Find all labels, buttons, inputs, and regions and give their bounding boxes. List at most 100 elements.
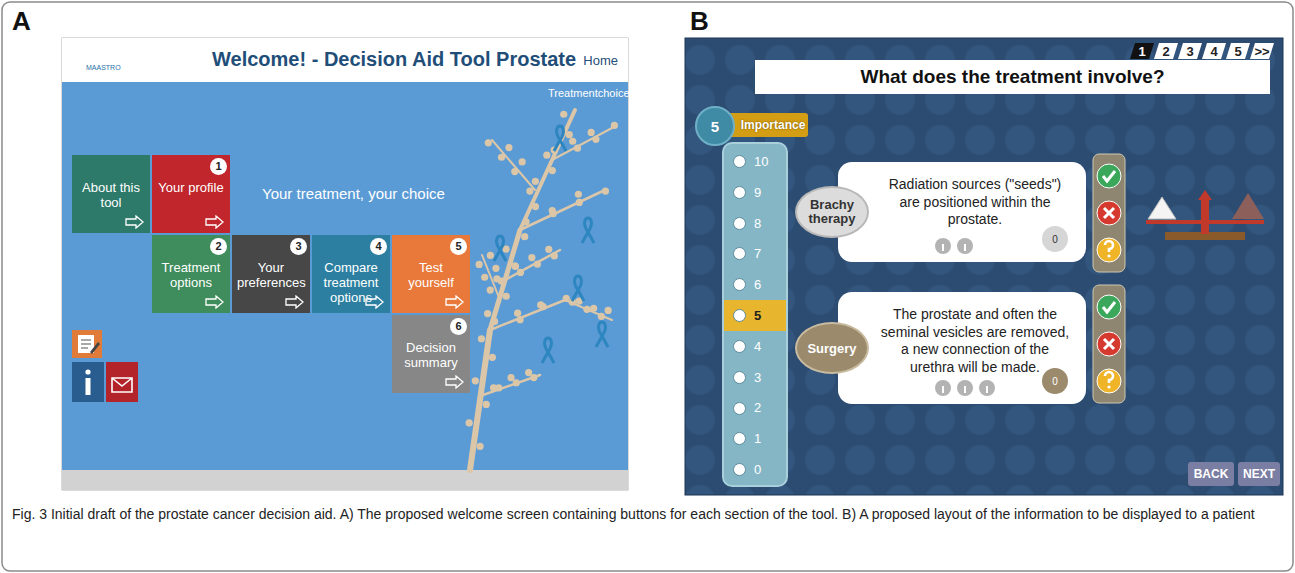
answer-buttons (1093, 154, 1125, 403)
node-text: The prostate and often the seminal vesic… (878, 306, 1072, 376)
tree-illustration (483, 375, 540, 395)
media-icons (934, 378, 1004, 398)
tree-illustration (521, 233, 528, 240)
notes-icon (90, 342, 100, 354)
tile-arrow (205, 295, 225, 309)
tree-illustration (575, 191, 582, 198)
tree-illustration (572, 276, 584, 301)
breadcrumb: Treatmentchoice (548, 87, 630, 99)
answer-icons (1097, 201, 1121, 225)
answer-icons (1104, 339, 1114, 349)
menu-tile: Test yourself5 (392, 235, 470, 313)
tree-illustration (530, 374, 537, 381)
step-number: 6 (450, 318, 467, 335)
scale-value: 10 (724, 146, 786, 177)
notes-icon (72, 330, 102, 358)
answer-icons (1097, 295, 1121, 319)
answer-icons (1107, 385, 1110, 388)
tree-illustration (505, 144, 512, 151)
tree-illustration (560, 111, 567, 118)
tree-illustration (563, 295, 570, 302)
nav-button: NEXT (1238, 462, 1280, 486)
node-text: Treatment options (157, 261, 225, 291)
tree-illustration (525, 369, 532, 376)
page-tabs (1202, 43, 1226, 59)
tree-illustration (487, 286, 494, 293)
tree-illustration (484, 310, 491, 317)
panel-letter: B (690, 6, 709, 37)
tree-illustration (470, 330, 490, 470)
tree-illustration (503, 293, 510, 300)
answer-icons (1097, 164, 1121, 262)
tree-illustration (574, 145, 581, 152)
answer-icons (1105, 372, 1113, 383)
logo-text: MAASTRO (86, 64, 121, 71)
node-text: 5 (711, 118, 719, 135)
page-tab: >> (1250, 44, 1274, 59)
screen-a (62, 470, 628, 490)
tree-illustration (482, 255, 500, 300)
screen-b (685, 38, 1283, 495)
balance-icon (1198, 190, 1212, 200)
tree-illustration (472, 377, 479, 384)
node-text: 0 (1052, 376, 1058, 387)
step-number: 5 (450, 238, 467, 255)
app-header: Welcome! - Decision Aid Tool ProstateHom… (62, 38, 628, 82)
scale-value: 2 (724, 393, 786, 424)
answer-icons (1103, 171, 1115, 181)
option-label: Surgery (795, 322, 869, 374)
scale-value: 8 (724, 208, 786, 239)
tree-illustration (507, 374, 514, 381)
info-icon (72, 362, 104, 402)
page-tab: 1 (1130, 44, 1154, 59)
option-label: Brachy therapy (795, 186, 869, 238)
tree-illustration (551, 252, 558, 259)
node-text: About this tool (77, 181, 145, 211)
node-text: Importance (729, 118, 806, 132)
tree-illustration (466, 419, 473, 426)
page-tab: 5 (1226, 44, 1250, 59)
tree-illustration (528, 254, 535, 261)
figure-caption: Fig. 3 Initial draft of the prostate can… (12, 505, 1280, 524)
info-card: Radiation sources ("seeds") are position… (838, 162, 1086, 262)
notes-icon (81, 340, 91, 348)
tree-illustration (554, 126, 566, 151)
answer-buttons (1093, 285, 1125, 403)
menu-tile: Your profile1 (152, 155, 230, 233)
tree-illustration (537, 301, 544, 308)
importance-value: 5 (695, 106, 735, 146)
tree-illustration (478, 335, 485, 342)
tree-illustration (576, 199, 583, 206)
scale-value: 1 (724, 423, 786, 454)
answer-icons (1105, 241, 1113, 252)
step-number: 1 (210, 158, 227, 175)
tile-arrow (445, 295, 465, 309)
tree-illustration (498, 154, 505, 161)
importance-tag: Importance (726, 113, 808, 137)
panel-letter: A (12, 6, 31, 37)
tree-illustration (545, 246, 552, 253)
tree-illustration (519, 158, 526, 165)
score-circle: 0 (1042, 368, 1068, 394)
tile-arrow (125, 215, 145, 229)
tree-illustration (483, 401, 490, 408)
screen-a (62, 82, 628, 470)
notes-icon (72, 330, 102, 358)
tree-illustration (485, 139, 492, 146)
tile-arrow (285, 295, 305, 309)
tree-illustration (596, 322, 608, 347)
answer-icons (1097, 332, 1121, 356)
balance-icon (1232, 193, 1264, 219)
tree-illustration (490, 384, 497, 391)
tree-illustration (583, 306, 590, 313)
page-tabs (1250, 43, 1274, 59)
node-text: 0 (1052, 234, 1058, 245)
node-text: What does the treatment involve? (860, 66, 1164, 88)
mail-icon (112, 378, 132, 392)
tree-illustration (466, 110, 618, 470)
mail-icon (106, 362, 138, 402)
step-number: 3 (290, 238, 307, 255)
tree-illustration (532, 203, 539, 210)
question-bar: What does the treatment involve? (755, 60, 1270, 94)
page-tab: 3 (1178, 44, 1202, 59)
